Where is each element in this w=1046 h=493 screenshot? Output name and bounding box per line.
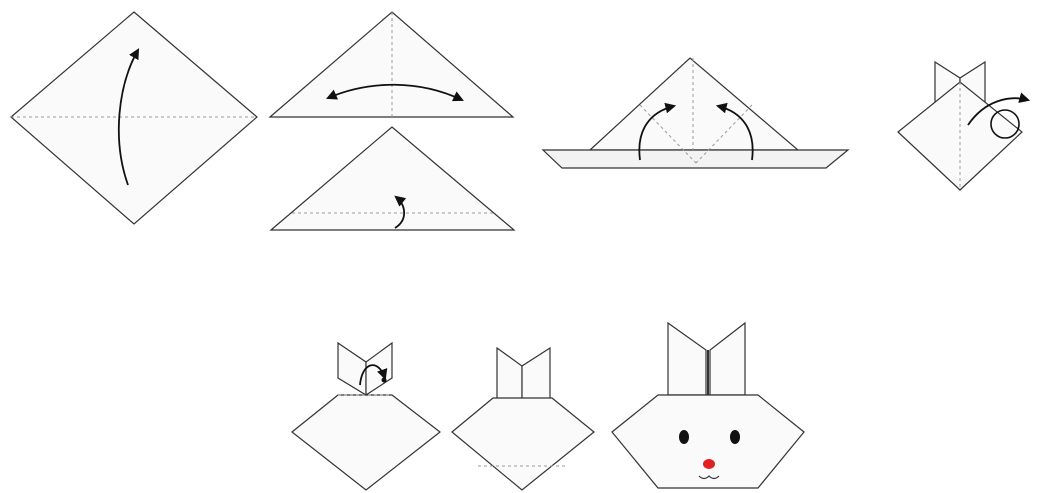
eye-right-icon — [730, 430, 740, 444]
nose-icon — [703, 459, 715, 469]
step-3-triangle — [271, 127, 514, 230]
ear-left — [338, 343, 366, 395]
step-2-triangle — [270, 12, 513, 117]
step-4-triangle-strip — [543, 58, 848, 168]
fold-point-icon — [382, 378, 387, 383]
paper-triangle — [270, 12, 513, 117]
paper-head — [612, 395, 804, 488]
step-7-head — [452, 348, 594, 490]
eye-left-icon — [679, 430, 689, 444]
paper-strip — [543, 150, 848, 168]
step-8-bunny-face — [612, 323, 804, 488]
paper-head — [452, 398, 594, 490]
paper-head — [292, 395, 440, 490]
ear-right — [522, 348, 550, 400]
ear-right — [710, 323, 745, 395]
ear-left — [668, 323, 706, 395]
paper-triangle — [271, 127, 514, 230]
step-5-head — [898, 62, 1028, 190]
step-6-head — [292, 343, 440, 490]
paper-diamond — [11, 12, 257, 224]
ear-left — [497, 348, 522, 400]
step-1-diamond — [11, 12, 257, 224]
paper-triangle — [590, 58, 798, 150]
